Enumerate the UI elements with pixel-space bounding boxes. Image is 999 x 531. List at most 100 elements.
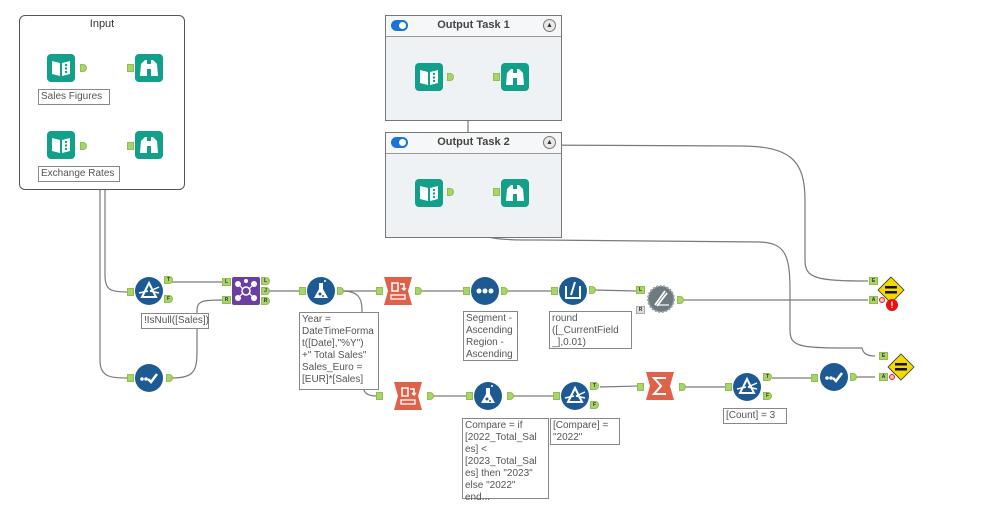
- browse-tool-task1[interactable]: [501, 63, 529, 91]
- annotation-sales-figures: Sales Figures: [38, 89, 110, 105]
- join-tool[interactable]: [232, 277, 260, 305]
- crosstab-tool-2[interactable]: [394, 382, 422, 410]
- formula-flask-icon: [474, 382, 502, 410]
- right-output-anchor[interactable]: R: [261, 297, 270, 305]
- connection-indicator: [879, 297, 885, 303]
- select-tool-1[interactable]: [135, 364, 163, 392]
- output-anchor[interactable]: [850, 373, 857, 381]
- collapse-button[interactable]: ▲: [543, 136, 556, 149]
- actual-anchor[interactable]: A: [879, 373, 888, 381]
- output-anchor[interactable]: [679, 383, 686, 391]
- input-anchor[interactable]: [127, 142, 134, 150]
- book-input-icon: [415, 179, 443, 207]
- input-tool-task1[interactable]: [415, 63, 443, 91]
- join-output-anchor[interactable]: J: [261, 287, 270, 295]
- output-task-1-container[interactable]: Output Task 1 ▲: [385, 15, 562, 121]
- output-anchor[interactable]: [80, 142, 87, 150]
- output-anchor[interactable]: [80, 64, 87, 72]
- input-anchor[interactable]: [376, 287, 383, 295]
- input-tool-task2[interactable]: [415, 179, 443, 207]
- error-icon[interactable]: !: [886, 299, 898, 311]
- annotation-filter-compare: [Compare] = "2022": [550, 418, 620, 445]
- container-header: Output Task 1 ▲: [386, 16, 561, 37]
- input-anchor[interactable]: [376, 392, 383, 400]
- output-anchor[interactable]: [447, 73, 454, 81]
- filter-prism-icon: [135, 277, 163, 305]
- expected-anchor[interactable]: E: [869, 277, 878, 285]
- right-anchor[interactable]: R: [222, 296, 231, 304]
- input-anchor[interactable]: [463, 287, 470, 295]
- left-output-anchor[interactable]: L: [261, 277, 270, 285]
- input-anchor[interactable]: [299, 287, 306, 295]
- crosstab-tool-1[interactable]: [384, 277, 412, 305]
- input-anchor[interactable]: [637, 383, 644, 391]
- crosstab-icon: [384, 277, 412, 305]
- container-toggle[interactable]: [391, 137, 408, 148]
- output-anchor[interactable]: [427, 392, 434, 400]
- formula-tool-1[interactable]: [307, 277, 335, 305]
- input-anchor[interactable]: [127, 374, 134, 382]
- right-anchor[interactable]: R: [636, 306, 645, 314]
- actual-anchor[interactable]: A: [869, 296, 878, 304]
- browse-tool-2[interactable]: [135, 131, 163, 159]
- container-toggle[interactable]: [391, 20, 408, 31]
- true-anchor[interactable]: T: [164, 276, 173, 284]
- output-anchor[interactable]: [337, 287, 344, 295]
- filter-prism-icon: [733, 373, 761, 401]
- connection-indicator: [889, 374, 895, 380]
- false-anchor[interactable]: F: [164, 295, 173, 303]
- output-anchor[interactable]: [507, 392, 514, 400]
- browse-tool-task2[interactable]: [501, 179, 529, 207]
- formula-tool-2[interactable]: [474, 382, 502, 410]
- false-anchor[interactable]: F: [590, 401, 599, 409]
- input-anchor[interactable]: [493, 73, 500, 81]
- output-anchor[interactable]: [415, 287, 422, 295]
- input-anchor[interactable]: [725, 383, 732, 391]
- true-anchor[interactable]: T: [590, 382, 599, 390]
- input-anchor[interactable]: [466, 392, 473, 400]
- output-anchor[interactable]: [589, 286, 596, 294]
- summarize-tool[interactable]: [646, 372, 674, 400]
- filter-tool-isnull[interactable]: [135, 277, 163, 305]
- input-anchor[interactable]: [127, 288, 134, 296]
- crosstab-icon: [394, 382, 422, 410]
- binoculars-icon: [501, 63, 529, 91]
- output-anchor[interactable]: [166, 374, 173, 382]
- input-tool-sales-figures[interactable]: [47, 54, 75, 82]
- binoculars-icon: [501, 179, 529, 207]
- left-anchor[interactable]: L: [636, 286, 645, 294]
- input-anchor[interactable]: [553, 392, 560, 400]
- select-tool-2[interactable]: [820, 363, 848, 391]
- test-tool-2[interactable]: [887, 353, 915, 381]
- expected-anchor[interactable]: E: [879, 352, 888, 360]
- wire-select-to-join: [171, 299, 225, 379]
- left-anchor[interactable]: L: [222, 278, 231, 286]
- input-anchor[interactable]: [811, 374, 818, 382]
- dynamic-rename-tool[interactable]: [647, 285, 675, 313]
- output-anchor[interactable]: [447, 188, 454, 196]
- annotation-formula-1: Year = DateTimeForma t([Date],"%Y") +" T…: [299, 312, 379, 390]
- select-check-icon: [820, 363, 848, 391]
- output-task-2-container[interactable]: Output Task 2 ▲: [385, 132, 562, 238]
- output-anchor[interactable]: [501, 287, 508, 295]
- book-input-icon: [415, 63, 443, 91]
- output-anchor[interactable]: [677, 296, 684, 304]
- input-anchor[interactable]: [551, 287, 558, 295]
- browse-tool-1[interactable]: [135, 54, 163, 82]
- true-anchor[interactable]: T: [763, 373, 772, 381]
- collapse-button[interactable]: ▲: [543, 19, 556, 32]
- false-anchor[interactable]: F: [763, 392, 772, 400]
- book-input-icon: [47, 131, 75, 159]
- filter-prism-icon: [561, 382, 589, 410]
- test-tool-1[interactable]: [877, 276, 905, 304]
- filter-tool-compare[interactable]: [561, 382, 589, 410]
- expect-equal-icon: [887, 353, 915, 381]
- container-header: Output Task 2 ▲: [386, 133, 561, 154]
- input-anchor[interactable]: [493, 188, 500, 196]
- multi-field-formula-tool[interactable]: [559, 277, 587, 305]
- sort-tool[interactable]: [471, 277, 499, 305]
- container-title: Output Task 1: [437, 19, 510, 31]
- input-anchor[interactable]: [127, 64, 134, 72]
- input-tool-exchange-rates[interactable]: [47, 131, 75, 159]
- filter-tool-count[interactable]: [733, 373, 761, 401]
